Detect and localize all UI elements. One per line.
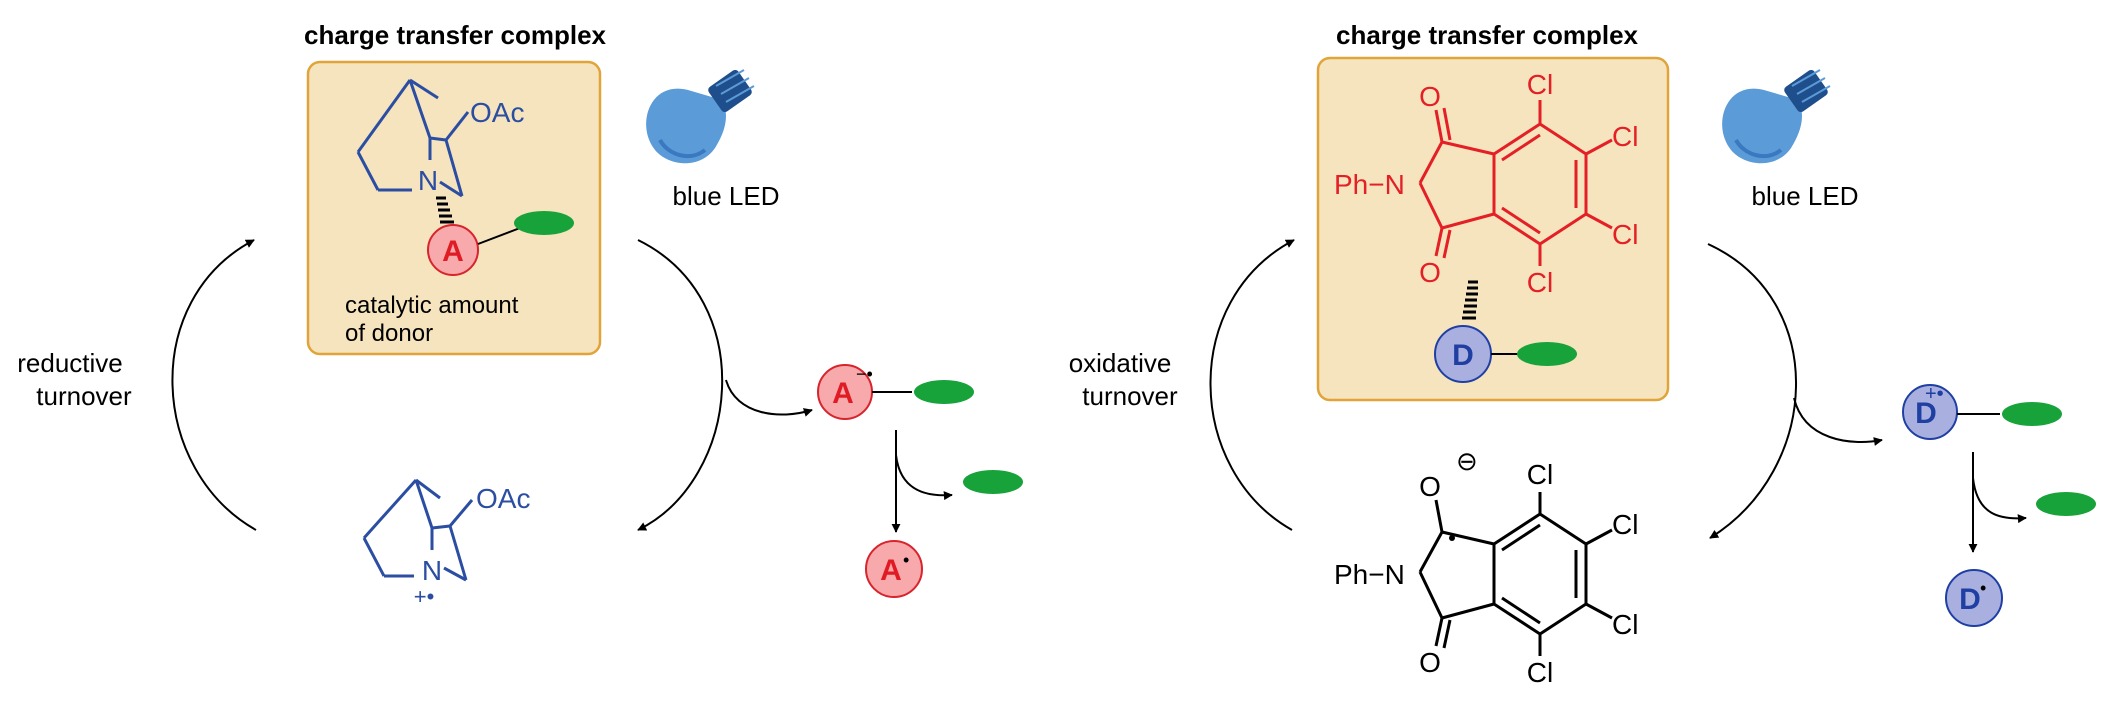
phthalimide-top-o1: O bbox=[1419, 81, 1441, 112]
phthalimide-bottom-cl1: Cl bbox=[1527, 459, 1553, 490]
reductive-line2: turnover bbox=[36, 381, 132, 411]
left-panel: charge transfer complex N OAc bbox=[17, 20, 1023, 609]
radical-dot-bottom bbox=[1449, 535, 1455, 541]
radical-cation-mark: +• bbox=[414, 584, 435, 609]
quinuclidine-bottom-oac: OAc bbox=[476, 483, 530, 514]
branch-arrow-cation bbox=[1793, 397, 1883, 446]
phthalimide-bottom-o-anion: O bbox=[1419, 471, 1441, 502]
quinuclidine-bottom bbox=[362, 478, 474, 582]
green-oval-icon bbox=[963, 470, 1023, 494]
phthalimide-top-cl4: Cl bbox=[1527, 267, 1553, 298]
phthalimide-top-cl3: Cl bbox=[1612, 219, 1638, 250]
right-led-label: blue LED bbox=[1752, 181, 1859, 211]
phthalimide-top-o2: O bbox=[1419, 257, 1441, 288]
lightbulb-icon bbox=[1722, 69, 1831, 164]
right-panel: charge transfer complex bbox=[1069, 20, 2096, 688]
donor-label: D bbox=[1452, 339, 1474, 372]
acceptor-anion-charge: −• bbox=[856, 364, 873, 384]
left-cycle-arrow bbox=[171, 239, 257, 531]
release-arrow-left bbox=[895, 454, 953, 501]
donor-cation-label: D bbox=[1915, 397, 1937, 430]
green-oval-icon bbox=[2036, 492, 2096, 516]
phthalimide-bottom-cl2: Cl bbox=[1612, 509, 1638, 540]
acceptor-radical-label: A bbox=[880, 554, 902, 587]
acceptor-radical-mark: • bbox=[903, 550, 909, 570]
oxidative-line2: turnover bbox=[1082, 381, 1178, 411]
phthalimide-bottom-charge: ⊖ bbox=[1456, 446, 1478, 476]
right-panel-right-arrow bbox=[1707, 243, 1797, 539]
green-oval-icon bbox=[2002, 402, 2062, 426]
phthalimide-bottom-cl3: Cl bbox=[1612, 609, 1638, 640]
left-led-label: blue LED bbox=[673, 181, 780, 211]
phthalimide-top bbox=[1418, 100, 1613, 266]
quinuclidine-top bbox=[356, 78, 470, 198]
phthalimide-bottom bbox=[1418, 492, 1613, 656]
reductive-line1: reductive bbox=[17, 348, 123, 378]
oxidative-line1: oxidative bbox=[1069, 348, 1172, 378]
donor-radical-label: D bbox=[1959, 583, 1981, 616]
donor-radical-mark: • bbox=[1980, 578, 1986, 598]
box-note-line1: catalytic amount bbox=[345, 292, 519, 319]
phthalimide-bottom-ph-n: Ph−N bbox=[1334, 559, 1405, 590]
phthalimide-bottom-o: O bbox=[1419, 647, 1441, 678]
quinuclidine-top-oac: OAc bbox=[470, 97, 524, 128]
donor-cation-charge: +• bbox=[1925, 383, 1944, 405]
box-note-line2: of donor bbox=[345, 320, 433, 347]
donor-cation-circle bbox=[1902, 384, 1958, 440]
left-title: charge transfer complex bbox=[304, 20, 607, 50]
quinuclidine-top-n: N bbox=[418, 165, 438, 196]
hashed-bond-right bbox=[1462, 280, 1478, 320]
right-ct-box bbox=[1316, 56, 1670, 402]
right-title: charge transfer complex bbox=[1336, 20, 1639, 50]
hashed-bond-left bbox=[436, 196, 454, 224]
right-cycle-arrow bbox=[637, 239, 724, 531]
phthalimide-top-cl1: Cl bbox=[1527, 69, 1553, 100]
phthalimide-top-ph-n: Ph−N bbox=[1334, 169, 1405, 200]
release-arrow-right bbox=[1972, 477, 2027, 524]
right-panel-left-arrow bbox=[1209, 239, 1295, 531]
donor-radical-circle bbox=[1945, 569, 2003, 627]
phthalimide-top-cl2: Cl bbox=[1612, 121, 1638, 152]
lightbulb-icon bbox=[646, 69, 755, 164]
left-ct-box bbox=[306, 60, 602, 356]
branch-arrow-anion bbox=[725, 379, 813, 417]
green-oval-icon bbox=[914, 380, 974, 404]
phthalimide-bottom-cl4: Cl bbox=[1527, 657, 1553, 688]
green-oval-icon bbox=[1517, 342, 1577, 366]
acceptor-anion-label: A bbox=[832, 377, 854, 410]
green-oval-icon bbox=[514, 211, 574, 235]
acceptor-label: A bbox=[442, 235, 464, 268]
quinuclidine-bottom-n: N bbox=[422, 555, 442, 586]
acceptor-circle bbox=[427, 224, 479, 276]
acceptor-radical-circle bbox=[865, 540, 923, 598]
